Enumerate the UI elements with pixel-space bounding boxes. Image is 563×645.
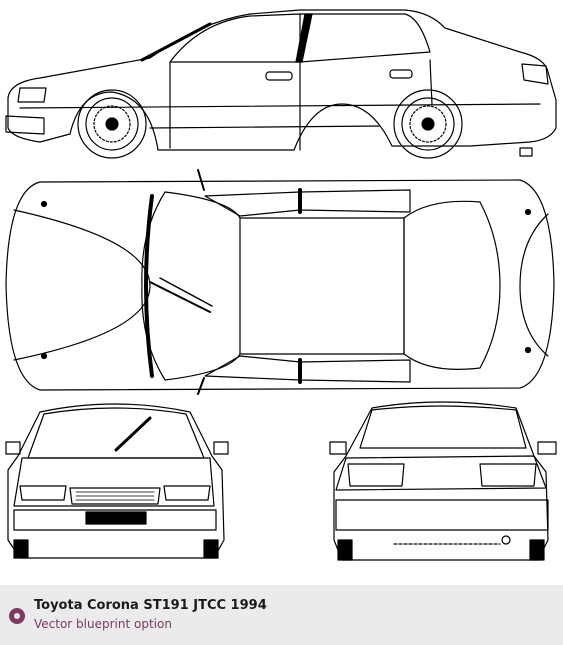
top-view	[5, 169, 555, 395]
rear-view	[329, 401, 557, 561]
front-view	[5, 403, 229, 559]
radio-bullet-icon	[9, 608, 25, 624]
blueprint-title[interactable]: Toyota Corona ST191 JTCC 1994	[34, 598, 267, 613]
side-view	[5, 9, 557, 159]
blueprint-subtitle[interactable]: Vector blueprint option	[34, 617, 172, 631]
caption-bar: Toyota Corona ST191 JTCC 1994 Vector blu…	[0, 585, 563, 645]
car-blueprint-drawing	[5, 9, 557, 561]
